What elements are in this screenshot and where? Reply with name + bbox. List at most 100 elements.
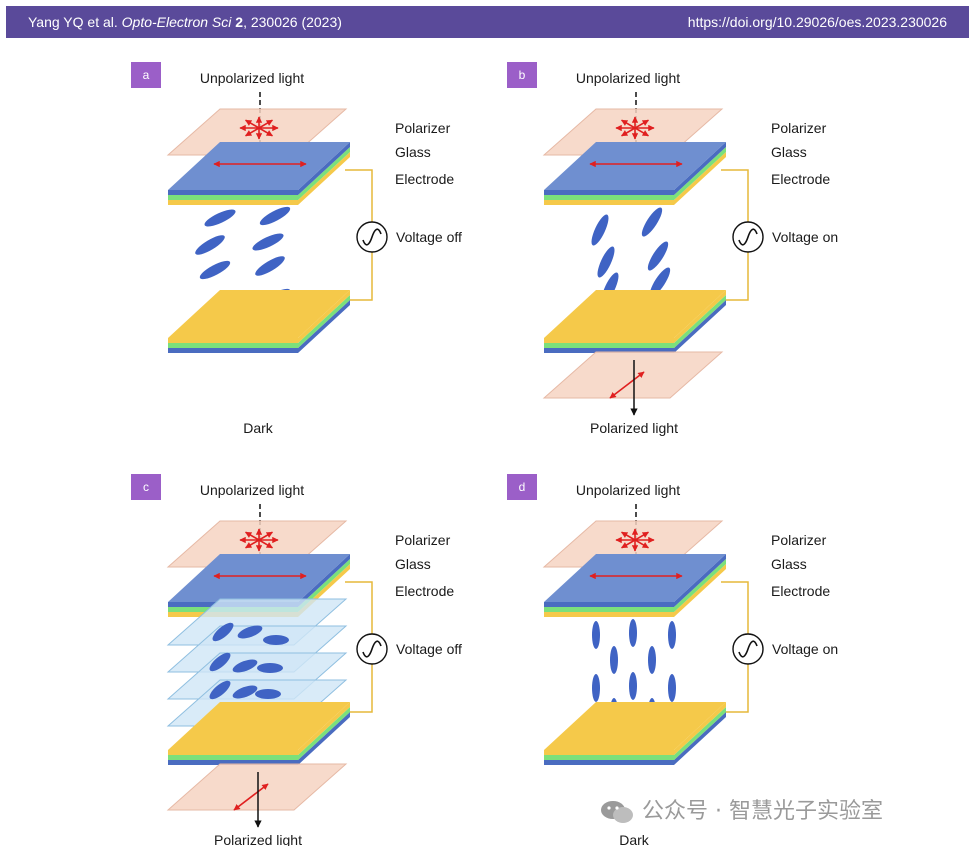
polarization-arrow (621, 539, 636, 549)
lc-molecule (641, 207, 663, 237)
glass-label: Glass (395, 144, 431, 160)
light-out-label: Dark (243, 420, 274, 436)
polarizer-label: Polarizer (771, 532, 827, 548)
polarization-arrow (258, 119, 273, 129)
polarization-arrow (634, 119, 649, 129)
lc-molecule (591, 214, 609, 246)
polarization-arrow (258, 539, 273, 549)
polarization-star (615, 528, 655, 552)
polarization-star (239, 528, 279, 552)
panel-b: b Unpolarized lightPolarizerGlassElectrod… (507, 62, 838, 436)
polarization-arrow (258, 127, 273, 137)
panel-label-box (507, 474, 537, 500)
lc-molecule (629, 672, 637, 700)
polarization-arrow (245, 539, 260, 549)
polarization-arrow (621, 119, 636, 129)
bottom-polarization-arrow (233, 783, 269, 811)
panel-label: b (519, 68, 526, 82)
lc-molecule (610, 646, 618, 674)
wechat-icon (601, 801, 633, 823)
lc-molecule (252, 233, 284, 251)
lc-molecule (232, 685, 258, 699)
watermark: 公众号 · 智慧光子实验室 (600, 793, 883, 825)
lc-molecule (597, 246, 615, 278)
header-bar: Yang YQ et al. Opto-Electron Sci 2, 2300… (6, 6, 969, 38)
lc-molecule (212, 622, 234, 642)
polarization-star (239, 116, 279, 140)
voltage-label: Voltage on (772, 229, 838, 245)
panel-c: c Unpolarized lightPolarizerGlassElectrod… (131, 474, 462, 846)
lc-molecule (257, 663, 283, 673)
bottom-polarization-arrow (609, 371, 645, 399)
polarization-arrow (634, 539, 649, 549)
electrode-label: Electrode (771, 171, 830, 187)
panel-label-box (131, 474, 161, 500)
polarizer-bottom (166, 763, 348, 811)
light-in-label: Unpolarized light (576, 482, 680, 498)
glass-label: Glass (395, 556, 431, 572)
lc-molecule (629, 619, 637, 647)
doi-link[interactable]: https://doi.org/10.29026/oes.2023.230026 (687, 14, 947, 30)
lc-molecule (649, 267, 671, 297)
lc-molecule (263, 635, 289, 645)
voltage-label: Voltage on (772, 641, 838, 657)
plate-top (544, 702, 726, 750)
voltage-source-icon (356, 221, 388, 253)
polarizer-bottom (542, 351, 724, 399)
watermark-text: 公众号 · 智慧光子实验室 (642, 799, 883, 824)
voltage-source-icon (732, 633, 764, 665)
citation-volume: 2 (235, 14, 244, 30)
polarization-arrow (245, 531, 260, 541)
sine-wave (738, 640, 758, 658)
light-in-label: Unpolarized light (576, 70, 680, 86)
light-in-label: Unpolarized light (200, 482, 304, 498)
electrode-label: Electrode (395, 171, 454, 187)
citation-journal: Opto-Electron Sci (121, 14, 232, 30)
glass-label: Glass (771, 556, 807, 572)
lc-molecule (204, 209, 236, 227)
lc-molecule (255, 256, 285, 276)
voltage-source-icon (732, 221, 764, 253)
polarization-arrow (245, 119, 260, 129)
voltage-source-icon (356, 633, 388, 665)
electrode-label: Electrode (771, 583, 830, 599)
citation-authors: Yang YQ et al. (28, 14, 118, 30)
panel-label-box (507, 62, 537, 88)
lc-molecule (668, 674, 676, 702)
lc-molecule (647, 241, 669, 271)
plate-top (168, 702, 350, 750)
lc-molecule (592, 621, 600, 649)
light-out-label: Polarized light (590, 420, 678, 436)
panel-label: d (519, 480, 526, 494)
polarization-arrow (621, 531, 636, 541)
polarizer-label: Polarizer (395, 532, 451, 548)
sine-wave (362, 228, 382, 246)
citation: Yang YQ et al. Opto-Electron Sci 2, 2300… (28, 14, 342, 30)
voltage-label: Voltage off (396, 229, 462, 245)
lc-molecule (592, 674, 600, 702)
panel-d: d Unpolarized lightPolarizerGlassElectrod… (507, 474, 838, 846)
bottom-plate (168, 702, 350, 765)
panel-label: a (143, 68, 150, 82)
glass-label: Glass (771, 144, 807, 160)
polarization-arrow (245, 127, 260, 137)
panel-label: c (143, 480, 149, 494)
panel-label-box (131, 62, 161, 88)
electrode-label: Electrode (395, 583, 454, 599)
plate-top (168, 290, 350, 338)
light-out-label: Dark (619, 832, 650, 846)
lc-molecule (259, 206, 291, 226)
plate-top (544, 290, 726, 338)
lc-molecule (209, 680, 231, 700)
light-out-label: Polarized light (214, 832, 302, 846)
lc-molecule (232, 659, 258, 673)
bottom-plate (168, 290, 350, 353)
sine-wave (738, 228, 758, 246)
polarizer-label: Polarizer (771, 120, 827, 136)
bottom-plate (544, 702, 726, 765)
citation-article: , 230026 (2023) (243, 14, 342, 30)
polarization-arrow (634, 531, 649, 541)
polarization-arrow (258, 531, 273, 541)
